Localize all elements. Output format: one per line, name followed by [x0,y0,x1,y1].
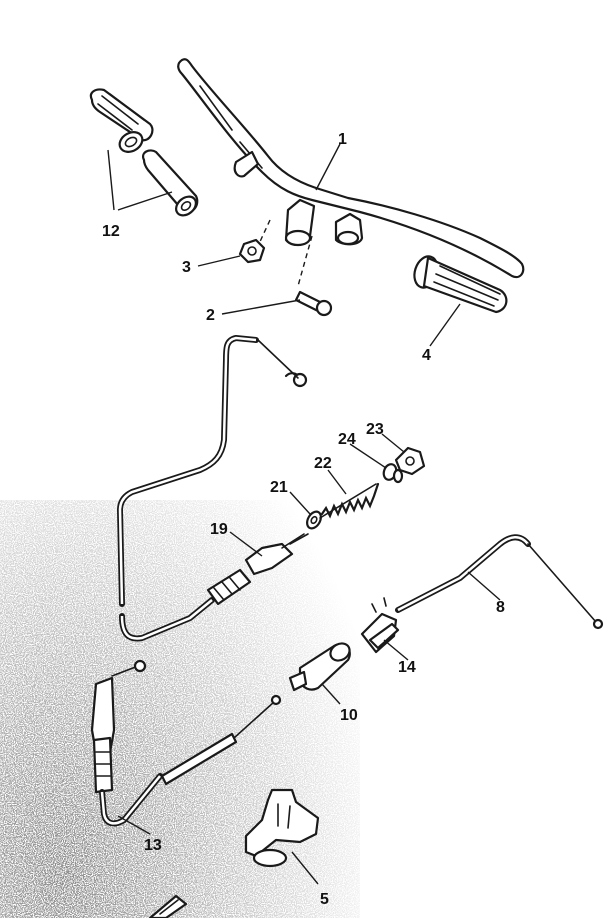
callout-2: 2 [206,307,215,324]
leader-13 [117,815,151,835]
leader-5 [291,851,319,885]
callout-22: 22 [314,455,332,472]
callout-24: 24 [338,431,356,448]
part-24-ferrule [382,463,404,484]
callout-12: 12 [102,223,120,240]
leader-1 [315,143,341,191]
part-4-grip [413,255,508,314]
partial-part-bottom [148,894,188,918]
part-14-bracket [360,597,400,654]
leader-12 [107,149,173,211]
leader-4 [429,303,461,347]
part-5-bracket [244,788,320,868]
leader-22 [327,469,347,495]
throttle-cable [117,335,309,642]
callout-8: 8 [496,599,505,616]
part-22-spring [319,482,380,519]
leader-23 [381,433,405,453]
callout-21: 21 [270,479,288,496]
part-21-washer [306,510,322,530]
callout-19: 19 [210,521,228,538]
part-23-nut [394,446,426,476]
leader-14 [383,639,409,661]
part-10-sleeve [288,642,351,692]
callout-13: 13 [144,837,162,854]
leader-3 [197,255,241,267]
callout-10: 10 [340,707,358,724]
part-2-bolt [294,290,333,317]
callout-5: 5 [320,891,329,908]
leader-19 [229,531,263,557]
part-3-nut [238,238,266,264]
part-1-handlebar [177,58,525,279]
leader-21 [289,491,311,515]
speckle-texture [0,500,360,918]
leader-2 [221,299,301,315]
callout-4: 4 [422,347,431,364]
leader-24 [349,443,387,469]
callout-1: 1 [338,131,347,148]
callout-3: 3 [182,259,191,276]
callout-23: 23 [366,421,384,438]
leader-10 [321,683,341,705]
leader-8 [467,571,501,601]
part-8-cable [395,534,604,630]
part-12-grips [89,88,199,217]
callout-14: 14 [398,659,416,676]
